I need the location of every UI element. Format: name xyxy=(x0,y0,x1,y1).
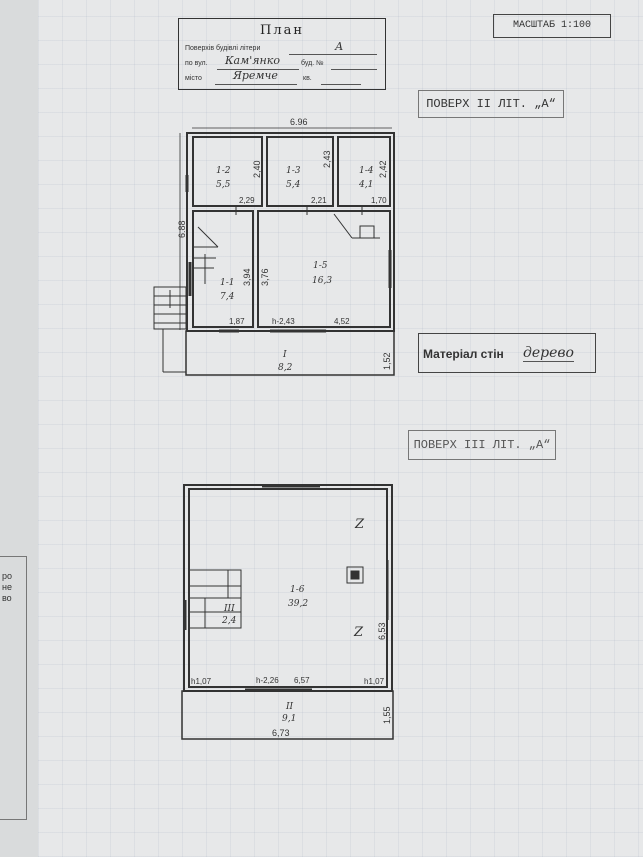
room-1-3-id: 1-3 xyxy=(286,166,301,176)
row3-label-b: кв. xyxy=(303,75,312,82)
side-table: ро не во xyxy=(0,556,27,820)
balcony-2-area: 9,1 xyxy=(282,714,296,724)
material-label: Матеріал стін xyxy=(423,347,504,361)
room-1-5-id: 1-5 xyxy=(313,261,328,271)
row3-value: Яремче xyxy=(233,69,278,82)
room-1-4-dim-v: 2,42 xyxy=(378,160,388,178)
plan-header-box: План Поверхів будівлі літери А по вул. К… xyxy=(178,18,386,90)
mark-z-bottom: Z xyxy=(353,625,364,640)
room-1-6-dim-h: 6,57 xyxy=(294,676,310,685)
room-1-5-area: 16,3 xyxy=(312,276,332,286)
room-1-1-dim-v: 3,94 xyxy=(242,268,252,286)
room-1-1-id: 1-1 xyxy=(220,278,235,288)
corner-height-left: h1,07 xyxy=(191,677,212,686)
room-1-2-dim-h: 2,29 xyxy=(239,196,255,205)
row2-value: Кам'янко xyxy=(225,54,280,67)
side-table-text: ро не во xyxy=(2,571,13,603)
room-1-6-dim-v: 6,53 xyxy=(377,622,387,640)
material-value: дерево xyxy=(523,345,574,362)
room-1-5-dim-v: 3,76 xyxy=(260,268,270,286)
material-stamp: Матеріал стін дерево xyxy=(418,333,596,373)
room-1-5-height: h-2,43 xyxy=(272,317,295,326)
room-1-1-area: 7,4 xyxy=(220,292,235,302)
row3-label: місто xyxy=(185,75,202,82)
row2-label-b: буд. № xyxy=(301,60,324,67)
scale-stamp: МАСШТАБ 1:100 xyxy=(493,14,611,38)
document-sheet xyxy=(38,0,643,857)
f2-left-height: 6.88 xyxy=(177,220,187,238)
room-1-2-dim-v: 2,40 xyxy=(252,160,262,178)
mark-z-top: Z xyxy=(354,517,365,532)
balcony-1-dim-v: 1,52 xyxy=(382,352,392,370)
row1-label: Поверхів будівлі літери xyxy=(185,45,261,52)
stair-3-area: 2,4 xyxy=(221,616,237,626)
row1-value: А xyxy=(335,40,344,53)
balcony-2-dim-v: 1,55 xyxy=(382,706,392,724)
room-1-3-area: 5,4 xyxy=(286,180,301,190)
balcony-2-id: II xyxy=(285,702,294,712)
floor3-bottom-width: 6,73 xyxy=(272,728,290,738)
room-1-4-area: 4,1 xyxy=(358,180,373,190)
room-1-3-dim-v: 2,43 xyxy=(322,150,332,168)
room-1-3-dim-h: 2,21 xyxy=(311,196,327,205)
room-1-5-dim-h: 4,52 xyxy=(334,317,350,326)
plan-title: План xyxy=(259,23,304,38)
stair-3-id: III xyxy=(223,604,235,614)
floor-2-stamp: ПОВЕРХ ІІ ЛІТ. „А“ xyxy=(418,90,564,118)
room-1-6-area: 39,2 xyxy=(288,599,308,609)
balcony-1-id: I xyxy=(282,350,287,360)
room-1-2-id: 1-2 xyxy=(216,166,231,176)
room-1-6-id: 1-6 xyxy=(290,585,305,595)
room-1-4-dim-h: 1,70 xyxy=(371,196,387,205)
room-1-2-area: 5,5 xyxy=(216,180,231,190)
balcony-1-area: 8,2 xyxy=(278,363,293,373)
room-1-6-height: h-2,26 xyxy=(256,676,279,685)
room-1-1-dim-h: 1,87 xyxy=(229,317,245,326)
room-1-4-id: 1-4 xyxy=(359,166,374,176)
row2-label: по вул. xyxy=(185,60,208,67)
corner-height-right: h1,07 xyxy=(364,677,385,686)
f2-top-width: 6.96 xyxy=(290,117,308,127)
floor-3-stamp: ПОВЕРХ ІІІ ЛІТ. „А“ xyxy=(408,430,556,460)
floor3-outline xyxy=(183,484,393,692)
